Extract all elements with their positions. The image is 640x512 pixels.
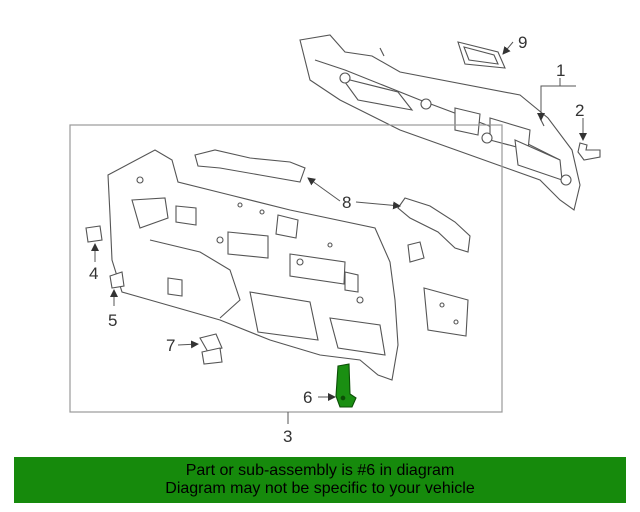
- callout-4: 4: [89, 264, 98, 283]
- part-8-upper-brace: [194, 149, 306, 183]
- part-7-bracket: [199, 333, 223, 365]
- callout-8: 8: [342, 193, 351, 212]
- banner-line-1: Part or sub-assembly is #6 in diagram: [185, 462, 455, 479]
- callout-9: 9: [518, 33, 527, 52]
- part-9-plug: [457, 41, 506, 69]
- callout-3: 3: [283, 427, 292, 446]
- part-6-highlighted-bracket: [335, 363, 357, 408]
- banner-line-2: Diagram may not be specific to your vehi…: [165, 480, 475, 497]
- clip-right: [407, 241, 425, 263]
- leader-lines: [91, 41, 587, 424]
- callout-1: 1: [556, 61, 565, 80]
- upper-rear-panel: [299, 34, 581, 211]
- callout-7: 7: [166, 336, 175, 355]
- callout-labels: 1 2 3 4 5 6 7 8 9: [89, 33, 584, 446]
- side-plate: [423, 287, 469, 337]
- info-banner: Part or sub-assembly is #6 in diagram Di…: [14, 457, 626, 503]
- callout-5: 5: [108, 311, 117, 330]
- callout-6: 6: [303, 388, 312, 407]
- part-5-clip: [109, 271, 125, 289]
- assembly-box: [69, 124, 503, 413]
- inner-rear-panel: [107, 149, 399, 381]
- part-8-lower-brace: [397, 197, 471, 253]
- callout-2: 2: [575, 101, 584, 120]
- part-2-bracket: [577, 142, 601, 161]
- part-4-clip: [85, 225, 103, 243]
